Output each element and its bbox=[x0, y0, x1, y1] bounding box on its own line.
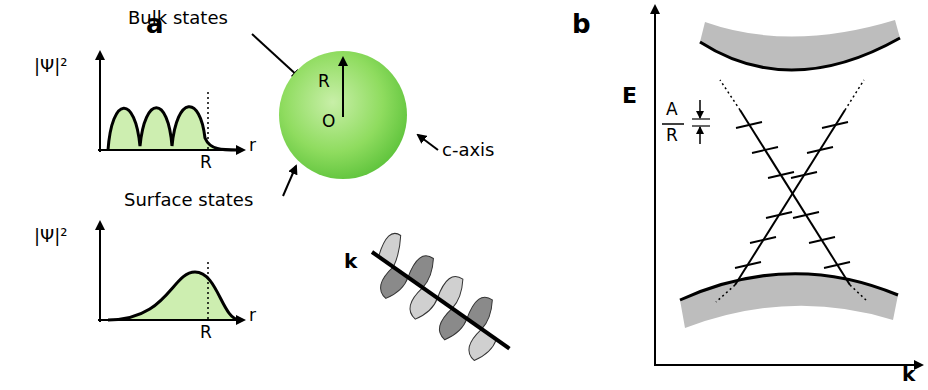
helix bbox=[355, 227, 527, 373]
drawing-part bbox=[793, 212, 819, 218]
drawing-part bbox=[662, 123, 684, 125]
drawing-part bbox=[735, 262, 761, 268]
band-diagram bbox=[654, 6, 922, 366]
drawing-part bbox=[372, 252, 509, 349]
drawing-part bbox=[752, 147, 778, 153]
drawing-part bbox=[108, 107, 238, 150]
drawing-part bbox=[108, 272, 240, 320]
bulk-plot bbox=[98, 52, 244, 152]
callout-text: Bulk states bbox=[128, 8, 228, 28]
drawing-part bbox=[845, 80, 864, 110]
drawing-part bbox=[740, 110, 850, 285]
drawing-part bbox=[98, 319, 244, 321]
drawing-part bbox=[654, 364, 922, 366]
drawing-part bbox=[465, 293, 499, 330]
drawing-part bbox=[692, 125, 710, 126]
fraction-numerator: A bbox=[666, 100, 678, 119]
drawing-part bbox=[108, 272, 240, 320]
axis-title: |Ψ|² bbox=[34, 56, 68, 76]
drawing-part bbox=[680, 274, 898, 328]
drawing-part bbox=[207, 92, 209, 150]
drawing-part bbox=[750, 237, 776, 243]
callout-text: Surface states bbox=[124, 190, 253, 210]
drawing-part bbox=[404, 287, 438, 323]
drawing-part bbox=[252, 34, 300, 78]
sphere: RO bbox=[278, 50, 408, 180]
drawing-part bbox=[207, 262, 209, 320]
drawing-part bbox=[680, 274, 898, 300]
drawing-part bbox=[99, 52, 101, 152]
sphere-shape bbox=[278, 50, 408, 180]
drawing-part bbox=[418, 135, 438, 150]
fraction-denominator: R bbox=[666, 126, 678, 145]
sphere-body bbox=[279, 51, 407, 179]
axis-title: k bbox=[902, 363, 915, 385]
drawing-part bbox=[850, 285, 866, 300]
drawing-part bbox=[766, 212, 792, 218]
axis-title: r bbox=[249, 136, 256, 155]
drawing-part bbox=[699, 100, 701, 118]
axis-title: r bbox=[249, 306, 256, 325]
drawing-part bbox=[807, 147, 833, 153]
radius-arrow bbox=[342, 58, 344, 117]
drawing-part bbox=[736, 122, 762, 128]
pointer-arrows bbox=[252, 34, 438, 196]
drawing-part bbox=[822, 122, 848, 128]
drawing-part bbox=[98, 149, 244, 151]
drawing-part bbox=[809, 237, 835, 243]
drawing-part bbox=[463, 328, 497, 364]
drawing-part bbox=[434, 307, 468, 343]
drawing-part bbox=[791, 172, 817, 178]
drawing-part bbox=[283, 166, 296, 196]
drawing-part bbox=[99, 222, 101, 322]
drawing-part bbox=[108, 107, 238, 150]
axis-mark: R bbox=[200, 323, 212, 342]
drawing-part bbox=[375, 230, 410, 267]
surface-plot bbox=[98, 222, 244, 322]
center-label: O bbox=[322, 112, 335, 131]
drawing-part bbox=[699, 127, 701, 144]
axis-title: |Ψ|² bbox=[34, 226, 68, 246]
drawing-part bbox=[716, 285, 735, 302]
wavevector-label: k bbox=[344, 250, 357, 272]
drawing-part bbox=[700, 20, 900, 70]
drawing-part bbox=[375, 266, 409, 302]
drawing-part bbox=[720, 80, 740, 110]
drawing-part bbox=[654, 6, 656, 366]
radius-label: R bbox=[318, 72, 330, 91]
axis-mark: R bbox=[200, 153, 212, 172]
drawing-part bbox=[435, 272, 469, 309]
axis-label: c-axis bbox=[442, 140, 494, 160]
drawing-part bbox=[824, 262, 850, 268]
drawing-part bbox=[735, 110, 845, 285]
drawing-part bbox=[406, 251, 440, 288]
drawing-part bbox=[692, 118, 710, 119]
drawing-part bbox=[735, 122, 850, 268]
panel-letter: b bbox=[572, 10, 591, 39]
axis-title: E bbox=[622, 84, 637, 108]
drawing-part bbox=[768, 172, 794, 178]
drawing-part bbox=[700, 38, 900, 70]
